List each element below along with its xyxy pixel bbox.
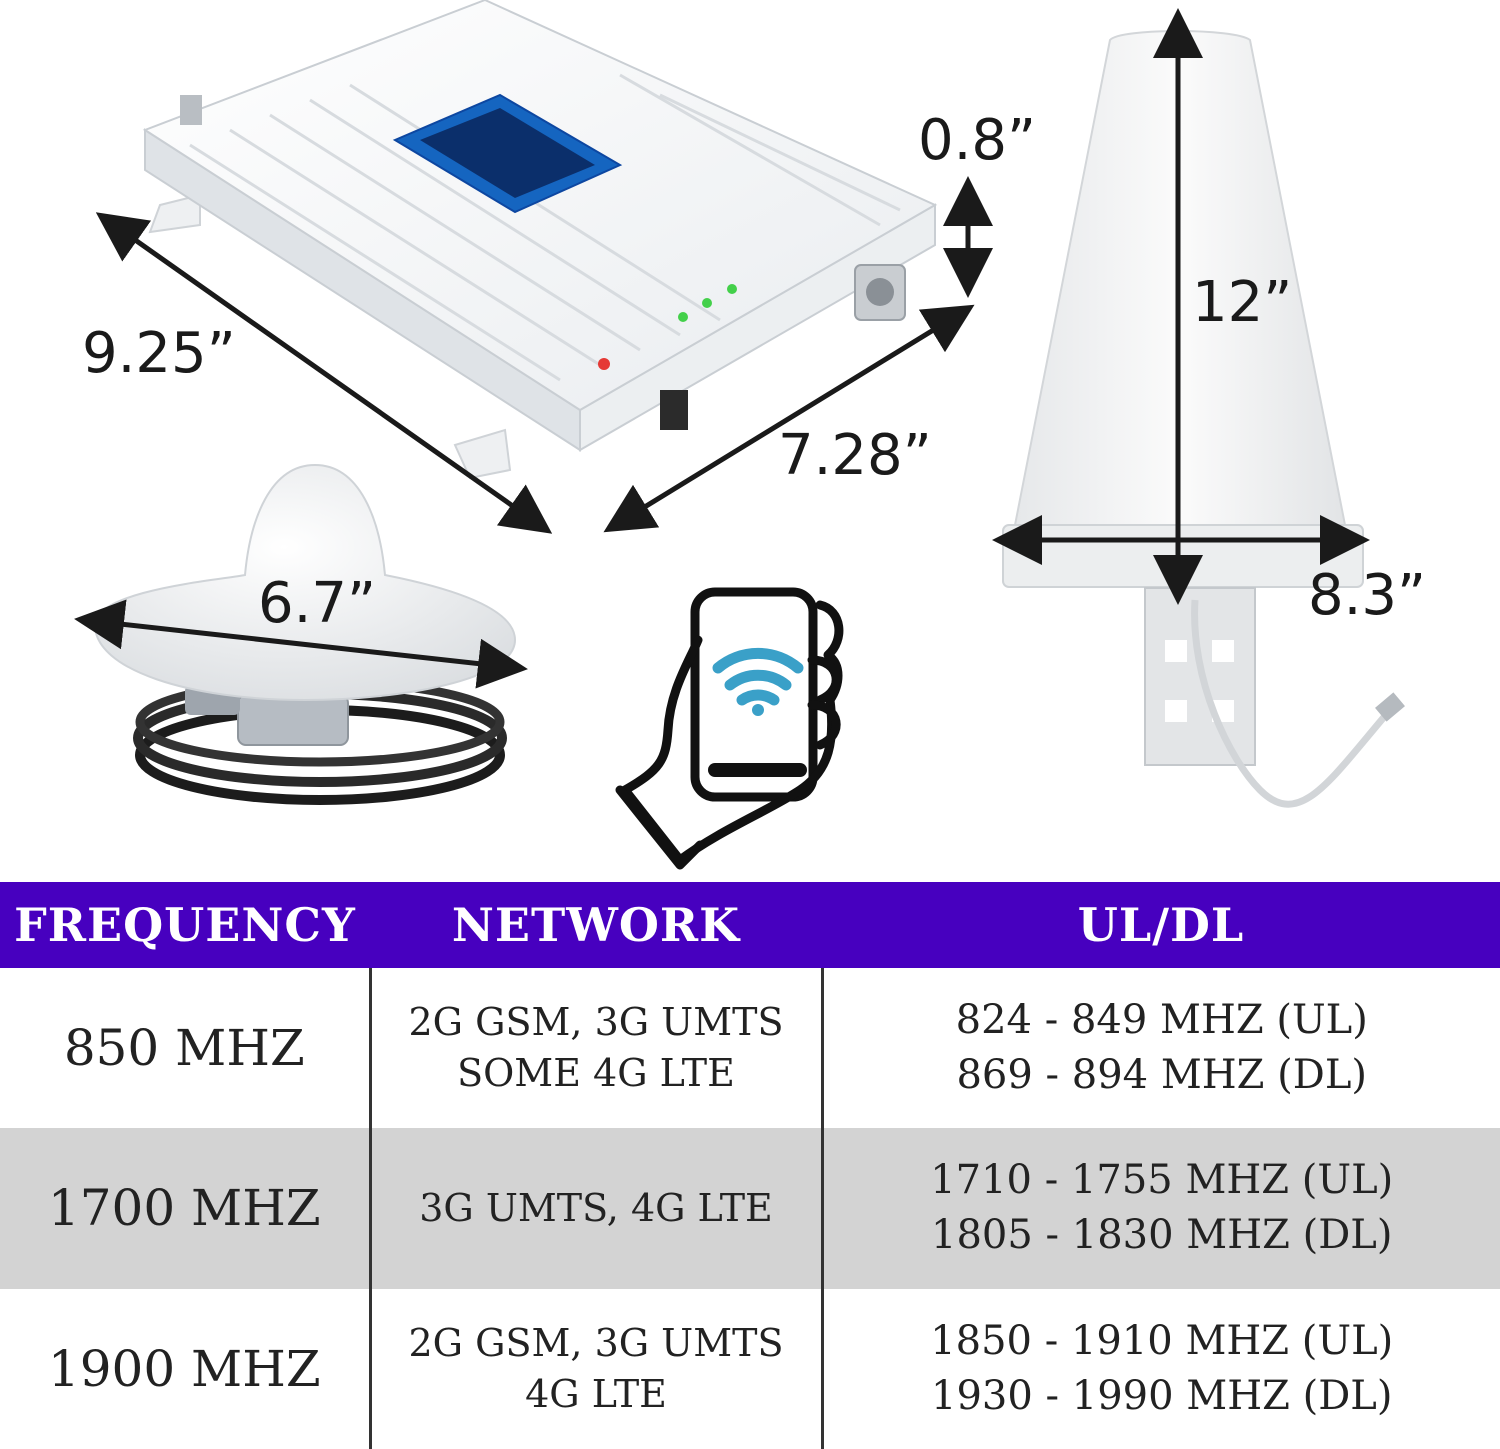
phone-signal-icon — [615, 587, 844, 870]
network-cell: 2G GSM, 3G UMTS SOME 4G LTE — [368, 968, 822, 1129]
repeater-unit — [142, 0, 938, 480]
repeater-length-label: 9.25” — [82, 321, 236, 386]
uldl-cell: 1850 - 1910 MHZ (UL) 1930 - 1990 MHZ (DL… — [820, 1288, 1500, 1449]
repeater-width-label: 7.28” — [778, 423, 932, 488]
dome-diameter-label: 6.7” — [258, 571, 377, 636]
uldl-cell: 1710 - 1755 MHZ (UL) 1805 - 1830 MHZ (DL… — [820, 1128, 1500, 1289]
product-illustration — [74, 0, 1405, 870]
network-cell: 2G GSM, 3G UMTS 4G LTE — [368, 1288, 822, 1449]
header-network: NETWORK — [370, 882, 822, 968]
network-cell: 3G UMTS, 4G LTE — [368, 1128, 822, 1289]
wifi-icon — [712, 647, 804, 716]
frequency-spec-table: FREQUENCY NETWORK UL/DL 850 MHZ 2G GSM, … — [0, 882, 1500, 1449]
antenna-height-label: 12” — [1192, 270, 1293, 335]
table-header-row: FREQUENCY NETWORK UL/DL — [0, 882, 1500, 968]
header-uldl: UL/DL — [822, 882, 1500, 968]
frequency-cell: 850 MHZ — [63, 1019, 305, 1078]
header-frequency: FREQUENCY — [0, 882, 370, 968]
diameter-arrow — [74, 599, 528, 689]
frequency-cell: 1900 MHZ — [47, 1339, 321, 1398]
frequency-cell: 1700 MHZ — [0, 1128, 370, 1289]
uldl-cell: 824 - 849 MHZ (UL) 869 - 894 MHZ (DL) — [820, 968, 1500, 1129]
width-arrow — [603, 304, 975, 533]
table-row: 1900 MHZ 2G GSM, 3G UMTS 4G LTE 1850 - 1… — [0, 1288, 1500, 1449]
length-arrow — [95, 212, 553, 534]
outdoor-antenna — [1002, 30, 1405, 808]
antenna-width-label: 8.3” — [1308, 563, 1427, 628]
table-row: 850 MHZ 2G GSM, 3G UMTS SOME 4G LTE 824 … — [0, 968, 1500, 1129]
table-row: 1700 MHZ 3G UMTS, 4G LTE 1710 - 1755 MHZ… — [0, 1128, 1500, 1289]
repeater-thickness-label: 0.8” — [918, 108, 1037, 173]
